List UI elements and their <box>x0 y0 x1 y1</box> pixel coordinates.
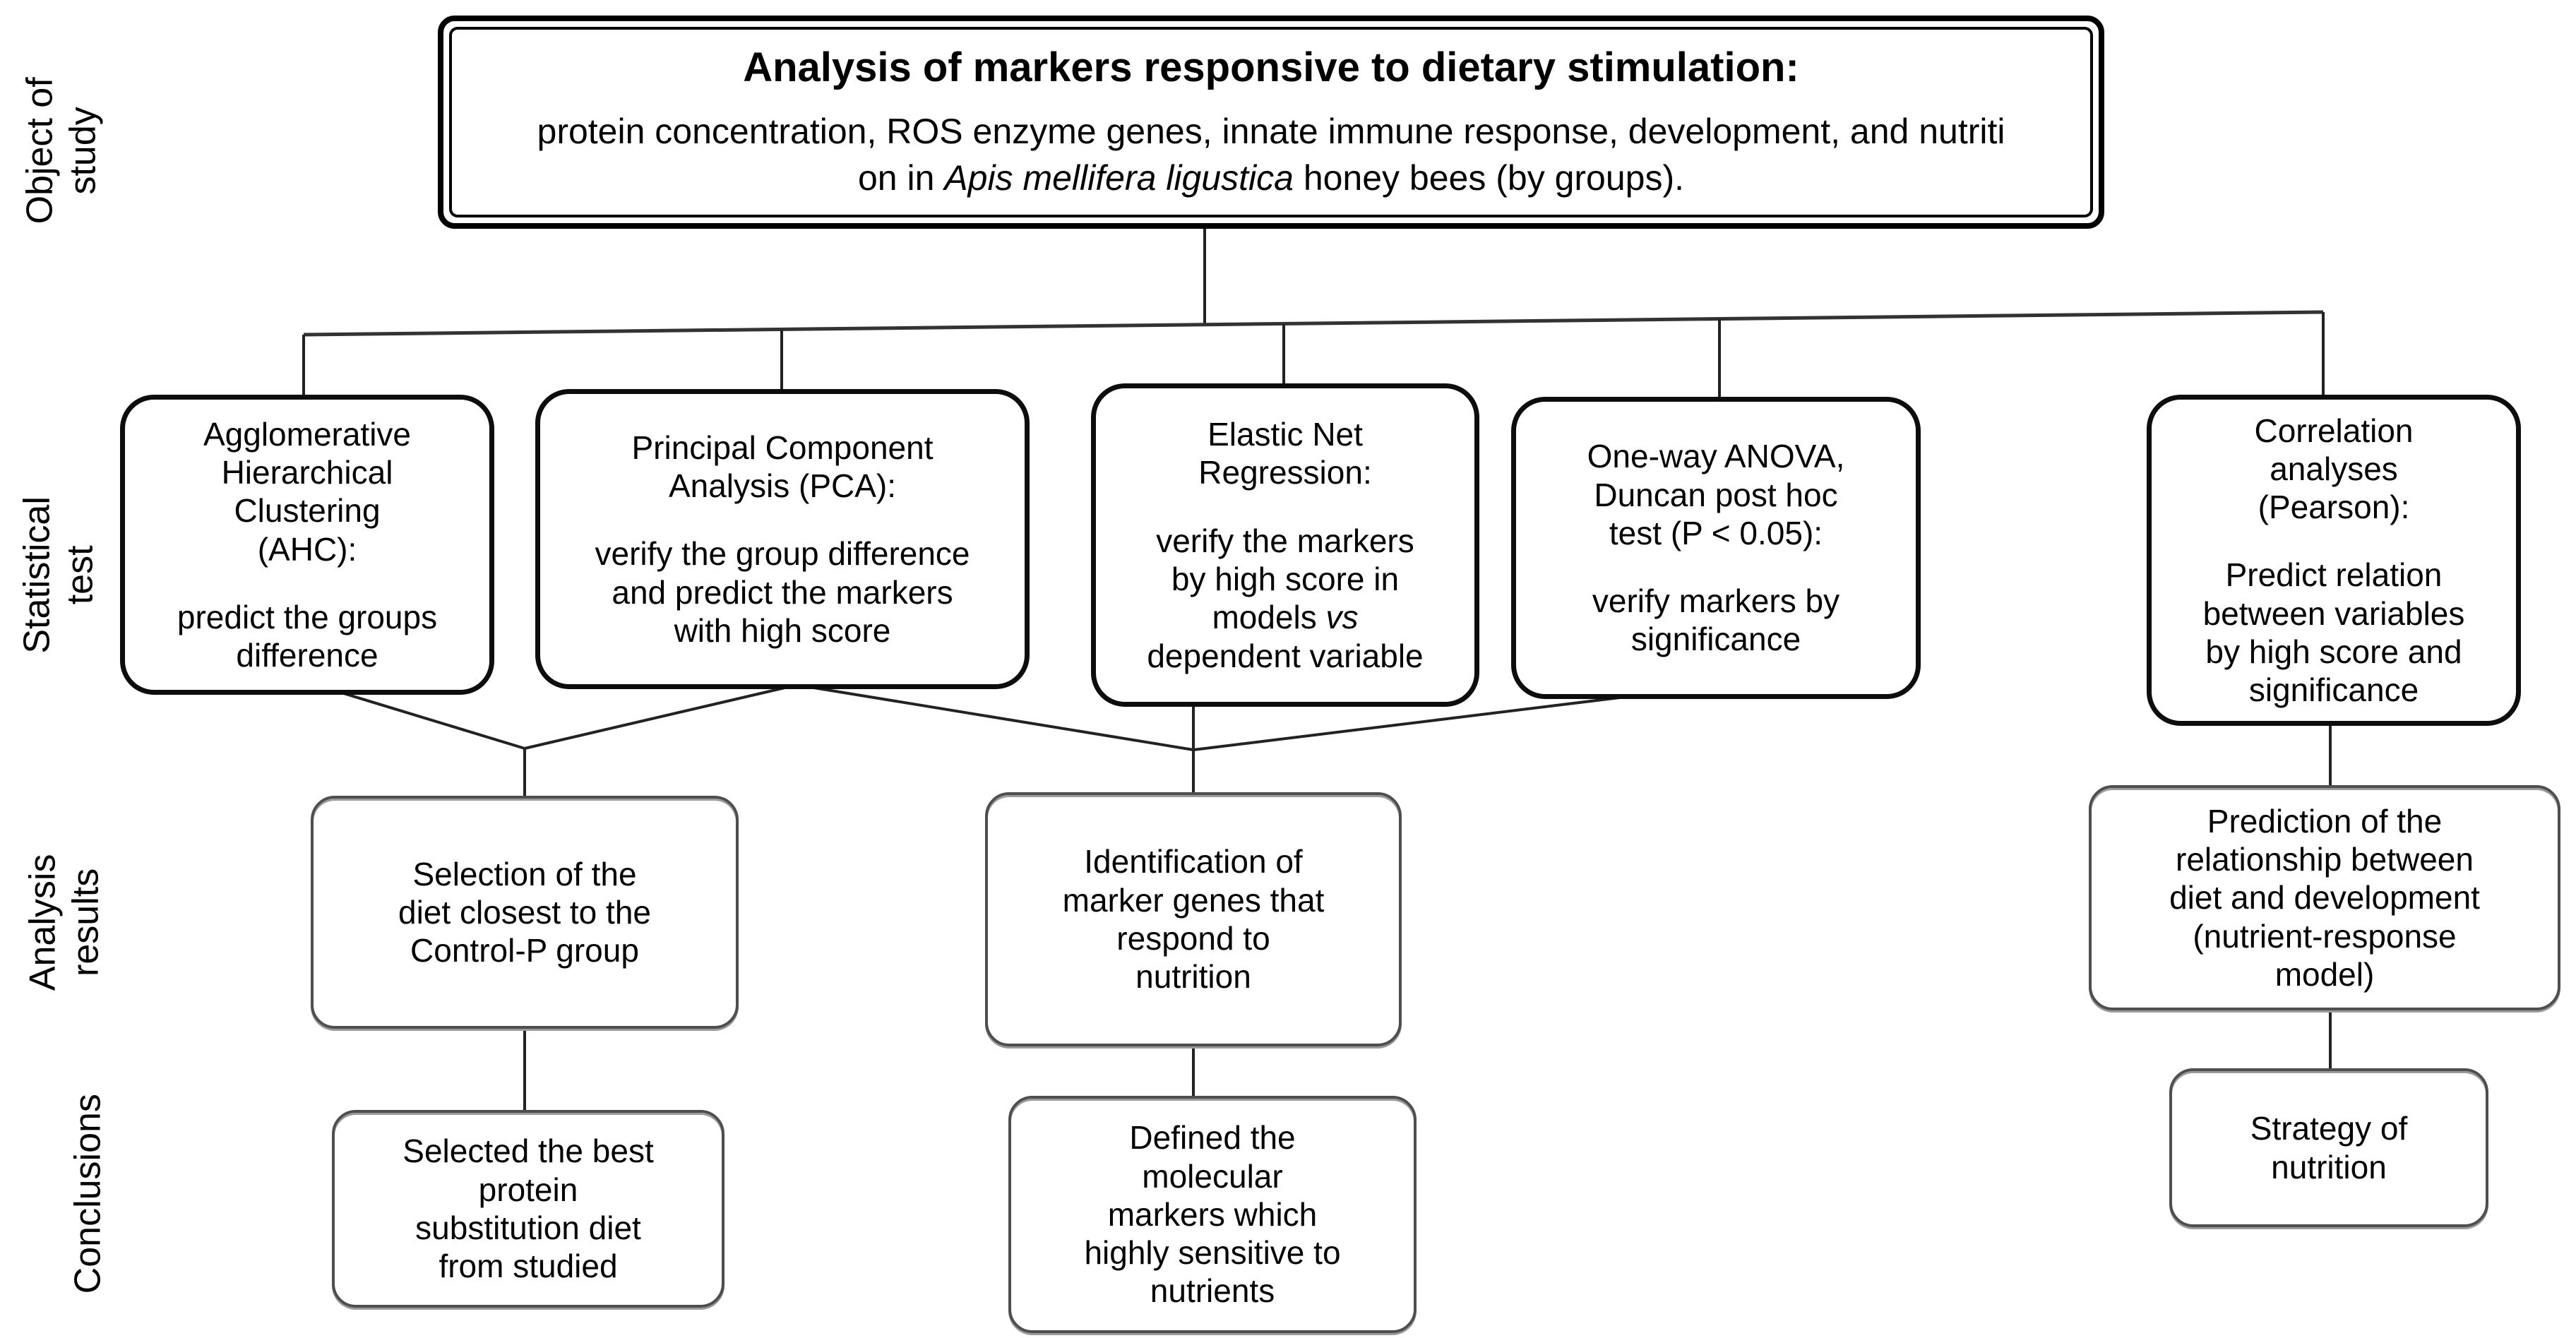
object-of-study-box-inner: Analysis of markers responsive to dietar… <box>449 27 2093 217</box>
connector-main-branch <box>303 310 2324 337</box>
row-label-conclusions: Conclusions <box>67 1094 109 1294</box>
object-of-study-box: Analysis of markers responsive to dietar… <box>438 16 2104 229</box>
title-heading: Analysis of markers responsive to dietar… <box>743 44 1799 90</box>
connector-ahc-to-selection <box>338 691 525 750</box>
connector-pca-to-selection <box>524 685 792 750</box>
connector-pca-to-identification <box>804 685 1194 751</box>
title-body: protein concentration, ROS enzyme genes,… <box>537 111 2005 198</box>
connector-anova-to-identification <box>1193 695 1632 751</box>
